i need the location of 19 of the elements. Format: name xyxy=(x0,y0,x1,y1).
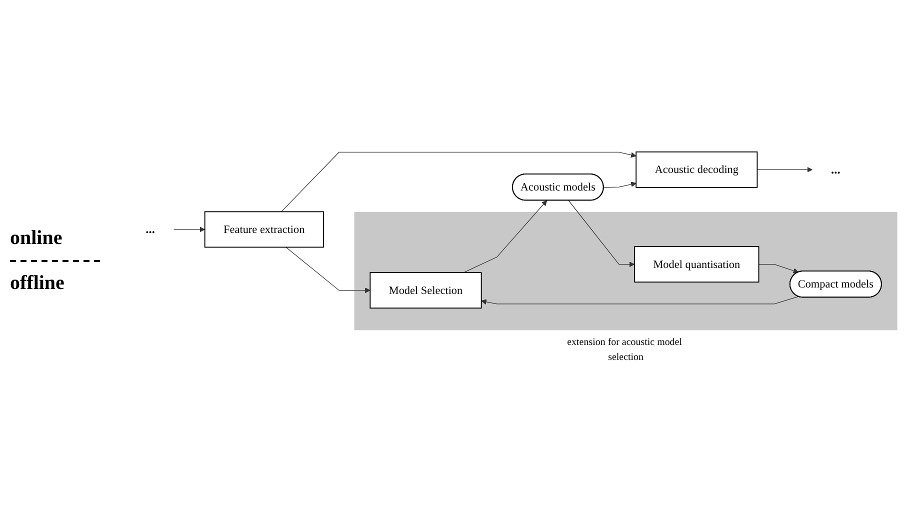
arrow xyxy=(463,200,548,274)
node-box: Model Selection xyxy=(370,272,482,309)
node-box: Feature extraction xyxy=(204,211,324,248)
region-label: online xyxy=(10,226,64,250)
cluster xyxy=(354,212,898,330)
node-label: extension for acoustic model selection xyxy=(567,336,682,362)
arrow xyxy=(756,167,813,173)
arrow xyxy=(603,182,636,188)
node-box: Model quantisation xyxy=(634,246,760,283)
node-text: ... xyxy=(146,222,156,236)
arrow xyxy=(481,296,799,305)
arrow xyxy=(286,247,370,294)
arrow xyxy=(568,200,635,268)
node-box: Acoustic decoding xyxy=(636,152,758,188)
arrow xyxy=(173,226,206,232)
arrow xyxy=(758,264,799,274)
region-label: offline xyxy=(10,272,66,294)
arrow xyxy=(281,152,636,212)
node-text: ... xyxy=(831,162,840,177)
